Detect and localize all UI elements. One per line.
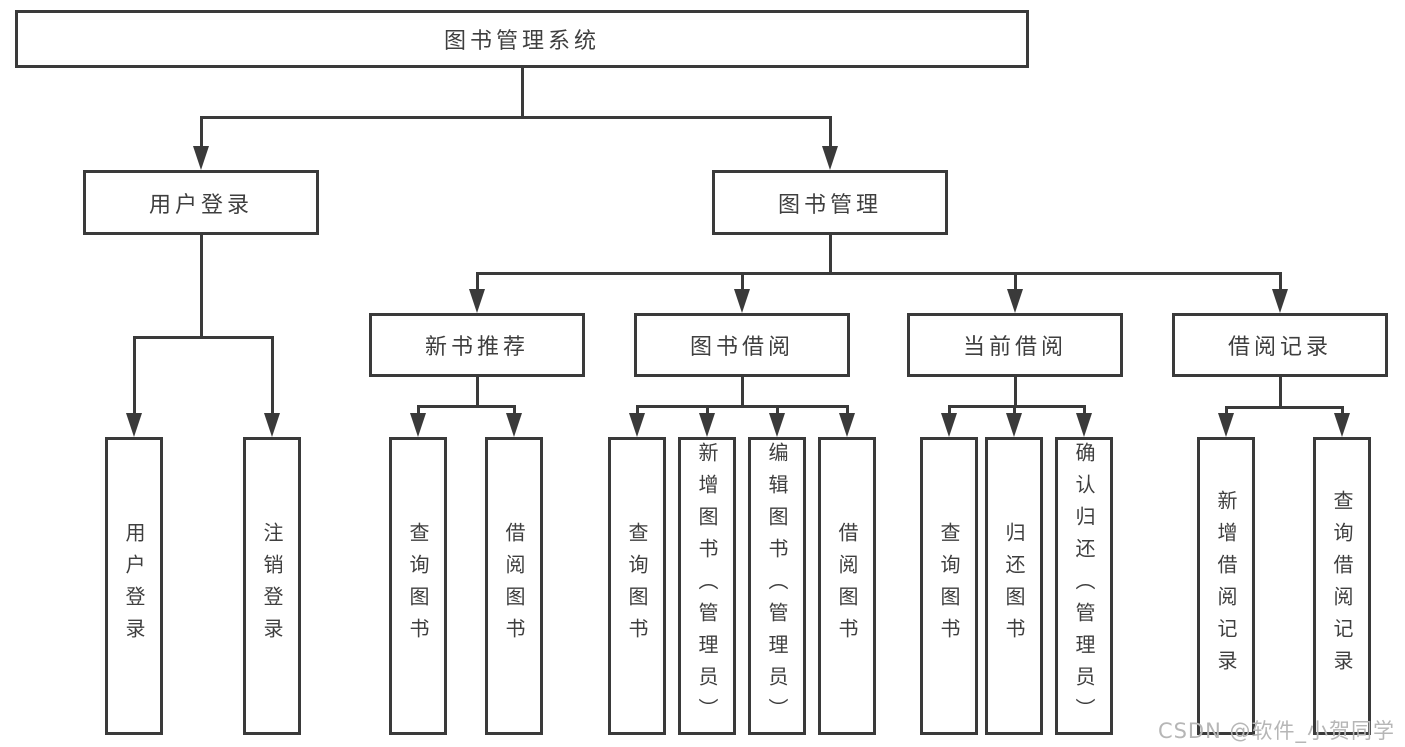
node-borrowing-records: 借阅记录 <box>1172 313 1388 377</box>
connector-line <box>475 271 1282 275</box>
connector-line <box>199 117 203 162</box>
leaf-add-borrow-record: 新增借阅记录 <box>1197 437 1255 735</box>
node-label: 图书借阅 <box>689 335 794 360</box>
connector-line <box>828 117 832 162</box>
connector-line <box>132 337 136 428</box>
arrow-down-icon <box>839 413 855 437</box>
arrow-down-icon <box>1272 289 1288 313</box>
node-label: 借阅图书 <box>835 522 859 650</box>
node-label: 用户登录 <box>148 192 253 218</box>
leaf-add-books-admin: 新增图书（管理员） <box>678 437 736 735</box>
leaf-confirm-return-admin: 确认归还（管理员） <box>1055 437 1113 735</box>
connector-line <box>416 404 516 408</box>
connector-line <box>1224 405 1344 409</box>
arrow-down-icon <box>126 413 142 437</box>
arrow-down-icon <box>1218 413 1234 437</box>
arrow-down-icon <box>264 413 280 437</box>
node-label: 确认归还（管理员） <box>1072 442 1096 730</box>
arrow-down-icon <box>822 146 838 170</box>
node-new-book-recommend: 新书推荐 <box>369 313 585 377</box>
leaf-logout: 注销登录 <box>243 437 301 735</box>
arrow-down-icon <box>941 413 957 437</box>
node-label: 图书管理 <box>777 192 882 218</box>
arrow-down-icon <box>469 289 485 313</box>
node-user-login: 用户登录 <box>83 170 319 235</box>
arrow-down-icon <box>769 413 785 437</box>
arrow-down-icon <box>629 413 645 437</box>
arrow-down-icon <box>506 413 522 437</box>
node-label: 新增借阅记录 <box>1214 490 1238 682</box>
arrow-down-icon <box>410 413 426 437</box>
node-label: 借阅记录 <box>1227 335 1332 360</box>
leaf-query-books-current: 查询图书 <box>920 437 978 735</box>
node-label: 当前借阅 <box>962 335 1067 360</box>
node-system-root: 图书管理系统 <box>15 10 1029 68</box>
arrow-down-icon <box>699 413 715 437</box>
node-label: 查询图书 <box>406 522 430 650</box>
arrow-down-icon <box>734 289 750 313</box>
node-label: 查询借阅记录 <box>1330 490 1354 682</box>
leaf-query-borrow-record: 查询借阅记录 <box>1313 437 1371 735</box>
leaf-borrow-books: 借阅图书 <box>818 437 876 735</box>
node-label: 借阅图书 <box>502 522 526 650</box>
connector-line <box>475 377 479 406</box>
node-label: 注销登录 <box>260 522 284 650</box>
connector-line <box>1013 377 1017 406</box>
leaf-query-books-borrowing: 查询图书 <box>608 437 666 735</box>
arrow-down-icon <box>1006 413 1022 437</box>
connector-line <box>1278 377 1282 407</box>
node-current-borrowing: 当前借阅 <box>907 313 1123 377</box>
node-label: 查询图书 <box>937 522 961 650</box>
leaf-borrow-books-recommend: 借阅图书 <box>485 437 543 735</box>
connector-line <box>132 335 274 339</box>
connector-line <box>520 68 524 117</box>
connector-line <box>947 404 1086 408</box>
node-book-management: 图书管理 <box>712 170 948 235</box>
csdn-watermark: CSDN @软件_小贺同学 <box>1157 719 1395 743</box>
arrow-down-icon <box>1007 289 1023 313</box>
leaf-query-books-recommend: 查询图书 <box>389 437 447 735</box>
arrow-down-icon <box>1076 413 1092 437</box>
node-label: 编辑图书（管理员） <box>765 442 789 730</box>
connector-line <box>199 234 203 337</box>
leaf-user-login: 用户登录 <box>105 437 163 735</box>
connector-line <box>828 234 832 273</box>
arrow-down-icon <box>193 146 209 170</box>
connector-line <box>635 404 849 408</box>
connector-line <box>270 337 274 428</box>
node-book-borrowing: 图书借阅 <box>634 313 850 377</box>
node-label: 用户登录 <box>122 522 146 650</box>
node-label: 新增图书（管理员） <box>695 442 719 730</box>
node-label: 查询图书 <box>625 522 649 650</box>
arrow-down-icon <box>1334 413 1350 437</box>
connector-line <box>199 115 832 119</box>
node-label: 新书推荐 <box>424 335 529 360</box>
connector-line <box>740 377 744 406</box>
node-label: 归还图书 <box>1002 522 1026 650</box>
leaf-return-books: 归还图书 <box>985 437 1043 735</box>
leaf-edit-books-admin: 编辑图书（管理员） <box>748 437 806 735</box>
node-label: 图书管理系统 <box>443 29 600 54</box>
